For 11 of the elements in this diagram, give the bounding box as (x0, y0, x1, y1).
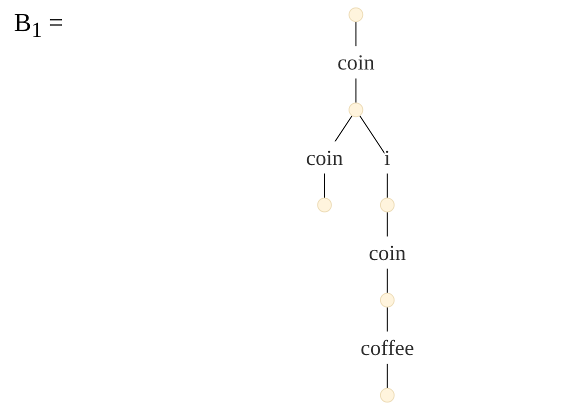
edge-label: coin (337, 46, 374, 78)
edge-label: coin (368, 236, 406, 269)
dot (317, 198, 332, 212)
edge-label: coin (306, 141, 344, 174)
dot (380, 388, 395, 403)
equation-label: B$_{1}$ = (14, 8, 64, 44)
dot (348, 7, 364, 22)
edge-label: coffee (360, 332, 414, 364)
dot (380, 198, 395, 212)
dot (348, 102, 364, 118)
dot (380, 292, 395, 308)
